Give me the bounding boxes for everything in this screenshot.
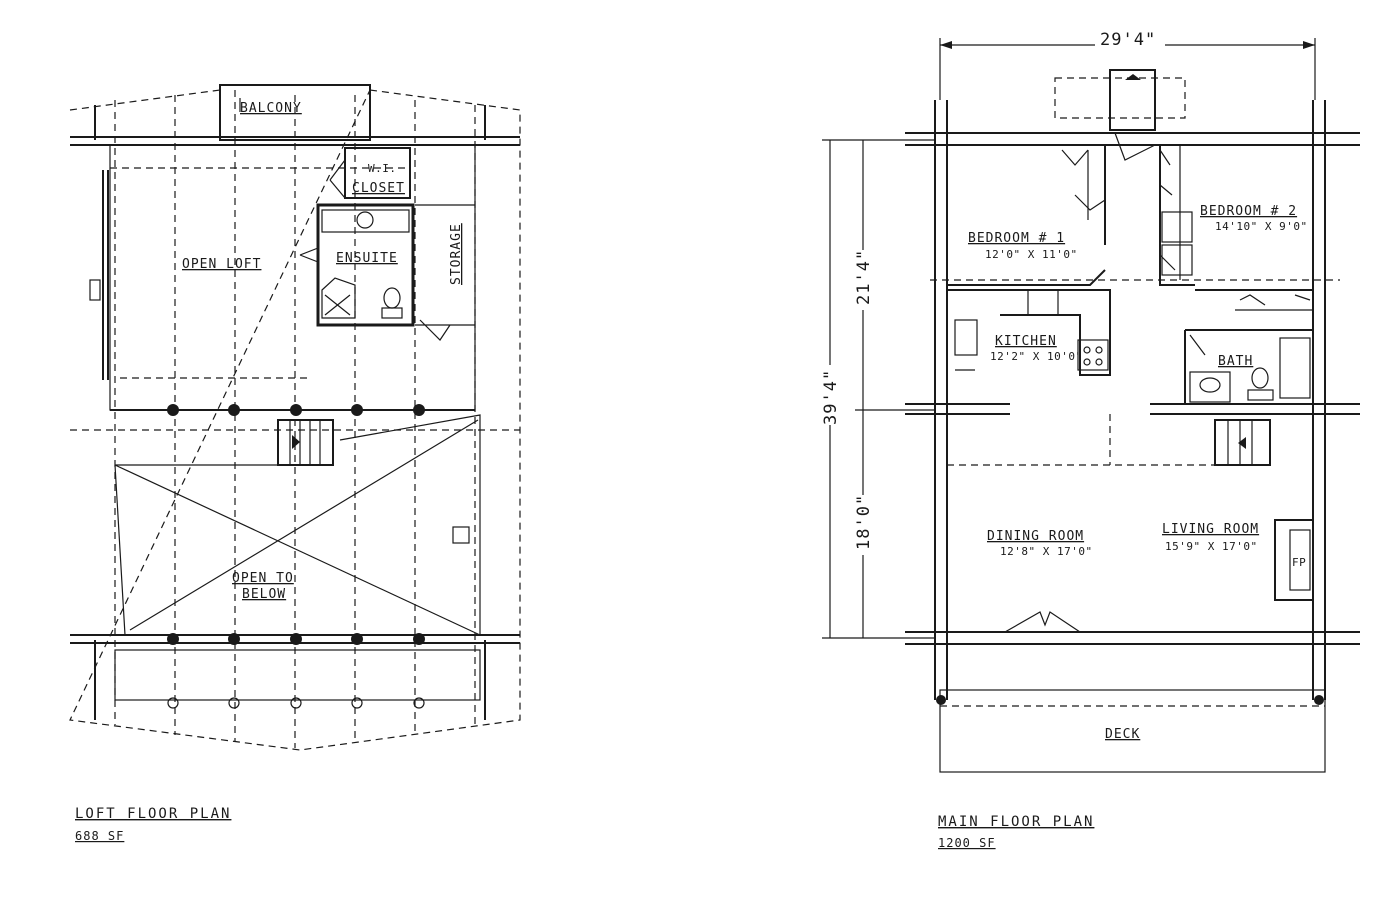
loft-floor-plan: BALCONY W.I. CLOSET ENSUITE OPEN LOFT ST… — [69, 84, 521, 843]
label-dining: DINING ROOM — [987, 529, 1084, 544]
label-open-to: OPEN TO — [232, 571, 294, 586]
front-door — [1004, 611, 1081, 633]
dim-upper-text: 21'4" — [854, 249, 874, 305]
label-bedroom2-size: 14'10" X 9'0" — [1215, 220, 1308, 233]
label-bath: BATH — [1218, 354, 1253, 369]
dim-depth-text: 39'4" — [821, 369, 841, 425]
main-floor-plan: 29'4" 39'4" 21'4" 18'0" — [815, 28, 1360, 850]
label-fireplace: FP — [1292, 556, 1306, 569]
bath-fixtures — [1184, 294, 1313, 404]
label-bedroom1: BEDROOM # 1 — [968, 231, 1065, 246]
kitchen-counters — [947, 289, 1111, 376]
label-ensuite: ENSUITE — [336, 251, 398, 266]
label-balcony: BALCONY — [240, 101, 302, 116]
label-living: LIVING ROOM — [1162, 522, 1259, 537]
main-stairs — [1214, 419, 1271, 466]
loft-floor-outline — [109, 144, 476, 411]
fireplace — [1274, 519, 1314, 601]
loft-stairs — [277, 419, 334, 466]
open-to-below — [114, 414, 481, 636]
label-living-size: 15'9" X 17'0" — [1165, 540, 1258, 553]
dim-lower-text: 18'0" — [854, 494, 874, 550]
loft-plan-area: 688 SF — [75, 829, 124, 843]
dimension-upper-depth: 21'4" — [848, 140, 935, 411]
dimension-overall-depth: 39'4" — [815, 139, 935, 639]
shower — [321, 277, 356, 319]
bedroom1-walls — [947, 145, 1106, 286]
deck-outline — [939, 689, 1326, 773]
label-dining-size: 12'8" X 17'0" — [1000, 545, 1093, 558]
loft-ensuite — [316, 203, 415, 327]
loft-deck-posts — [167, 697, 425, 709]
label-below: BELOW — [242, 587, 286, 602]
loft-balcony — [219, 84, 371, 141]
dimension-overall-width: 29'4" — [939, 28, 1316, 100]
loft-plan-title: LOFT FLOOR PLAN — [75, 806, 231, 822]
label-bedroom1-size: 12'0" X 11'0" — [985, 248, 1078, 261]
label-open-loft: OPEN LOFT — [182, 257, 261, 272]
dim-width-text: 29'4" — [1100, 30, 1156, 50]
label-bedroom2: BEDROOM # 2 — [1200, 204, 1297, 219]
main-exterior-walls — [905, 100, 1360, 700]
label-kitchen: KITCHEN — [995, 334, 1057, 349]
label-closet: CLOSET — [352, 181, 405, 196]
loft-storage — [415, 204, 475, 341]
label-storage: STORAGE — [449, 223, 464, 285]
main-plan-title: MAIN FLOOR PLAN — [938, 814, 1094, 830]
loft-bottom-posts — [167, 633, 425, 645]
dimension-lower-depth: 18'0" — [848, 410, 876, 638]
bedroom2-walls — [1159, 145, 1313, 291]
label-deck: DECK — [1105, 727, 1140, 742]
main-plan-area: 1200 SF — [938, 836, 996, 850]
loft-beam-posts — [110, 404, 475, 416]
loft-closet — [344, 147, 411, 199]
label-kitchen-size: 12'2" X 10'0" — [990, 350, 1083, 363]
label-wi: W.I. — [368, 162, 397, 175]
